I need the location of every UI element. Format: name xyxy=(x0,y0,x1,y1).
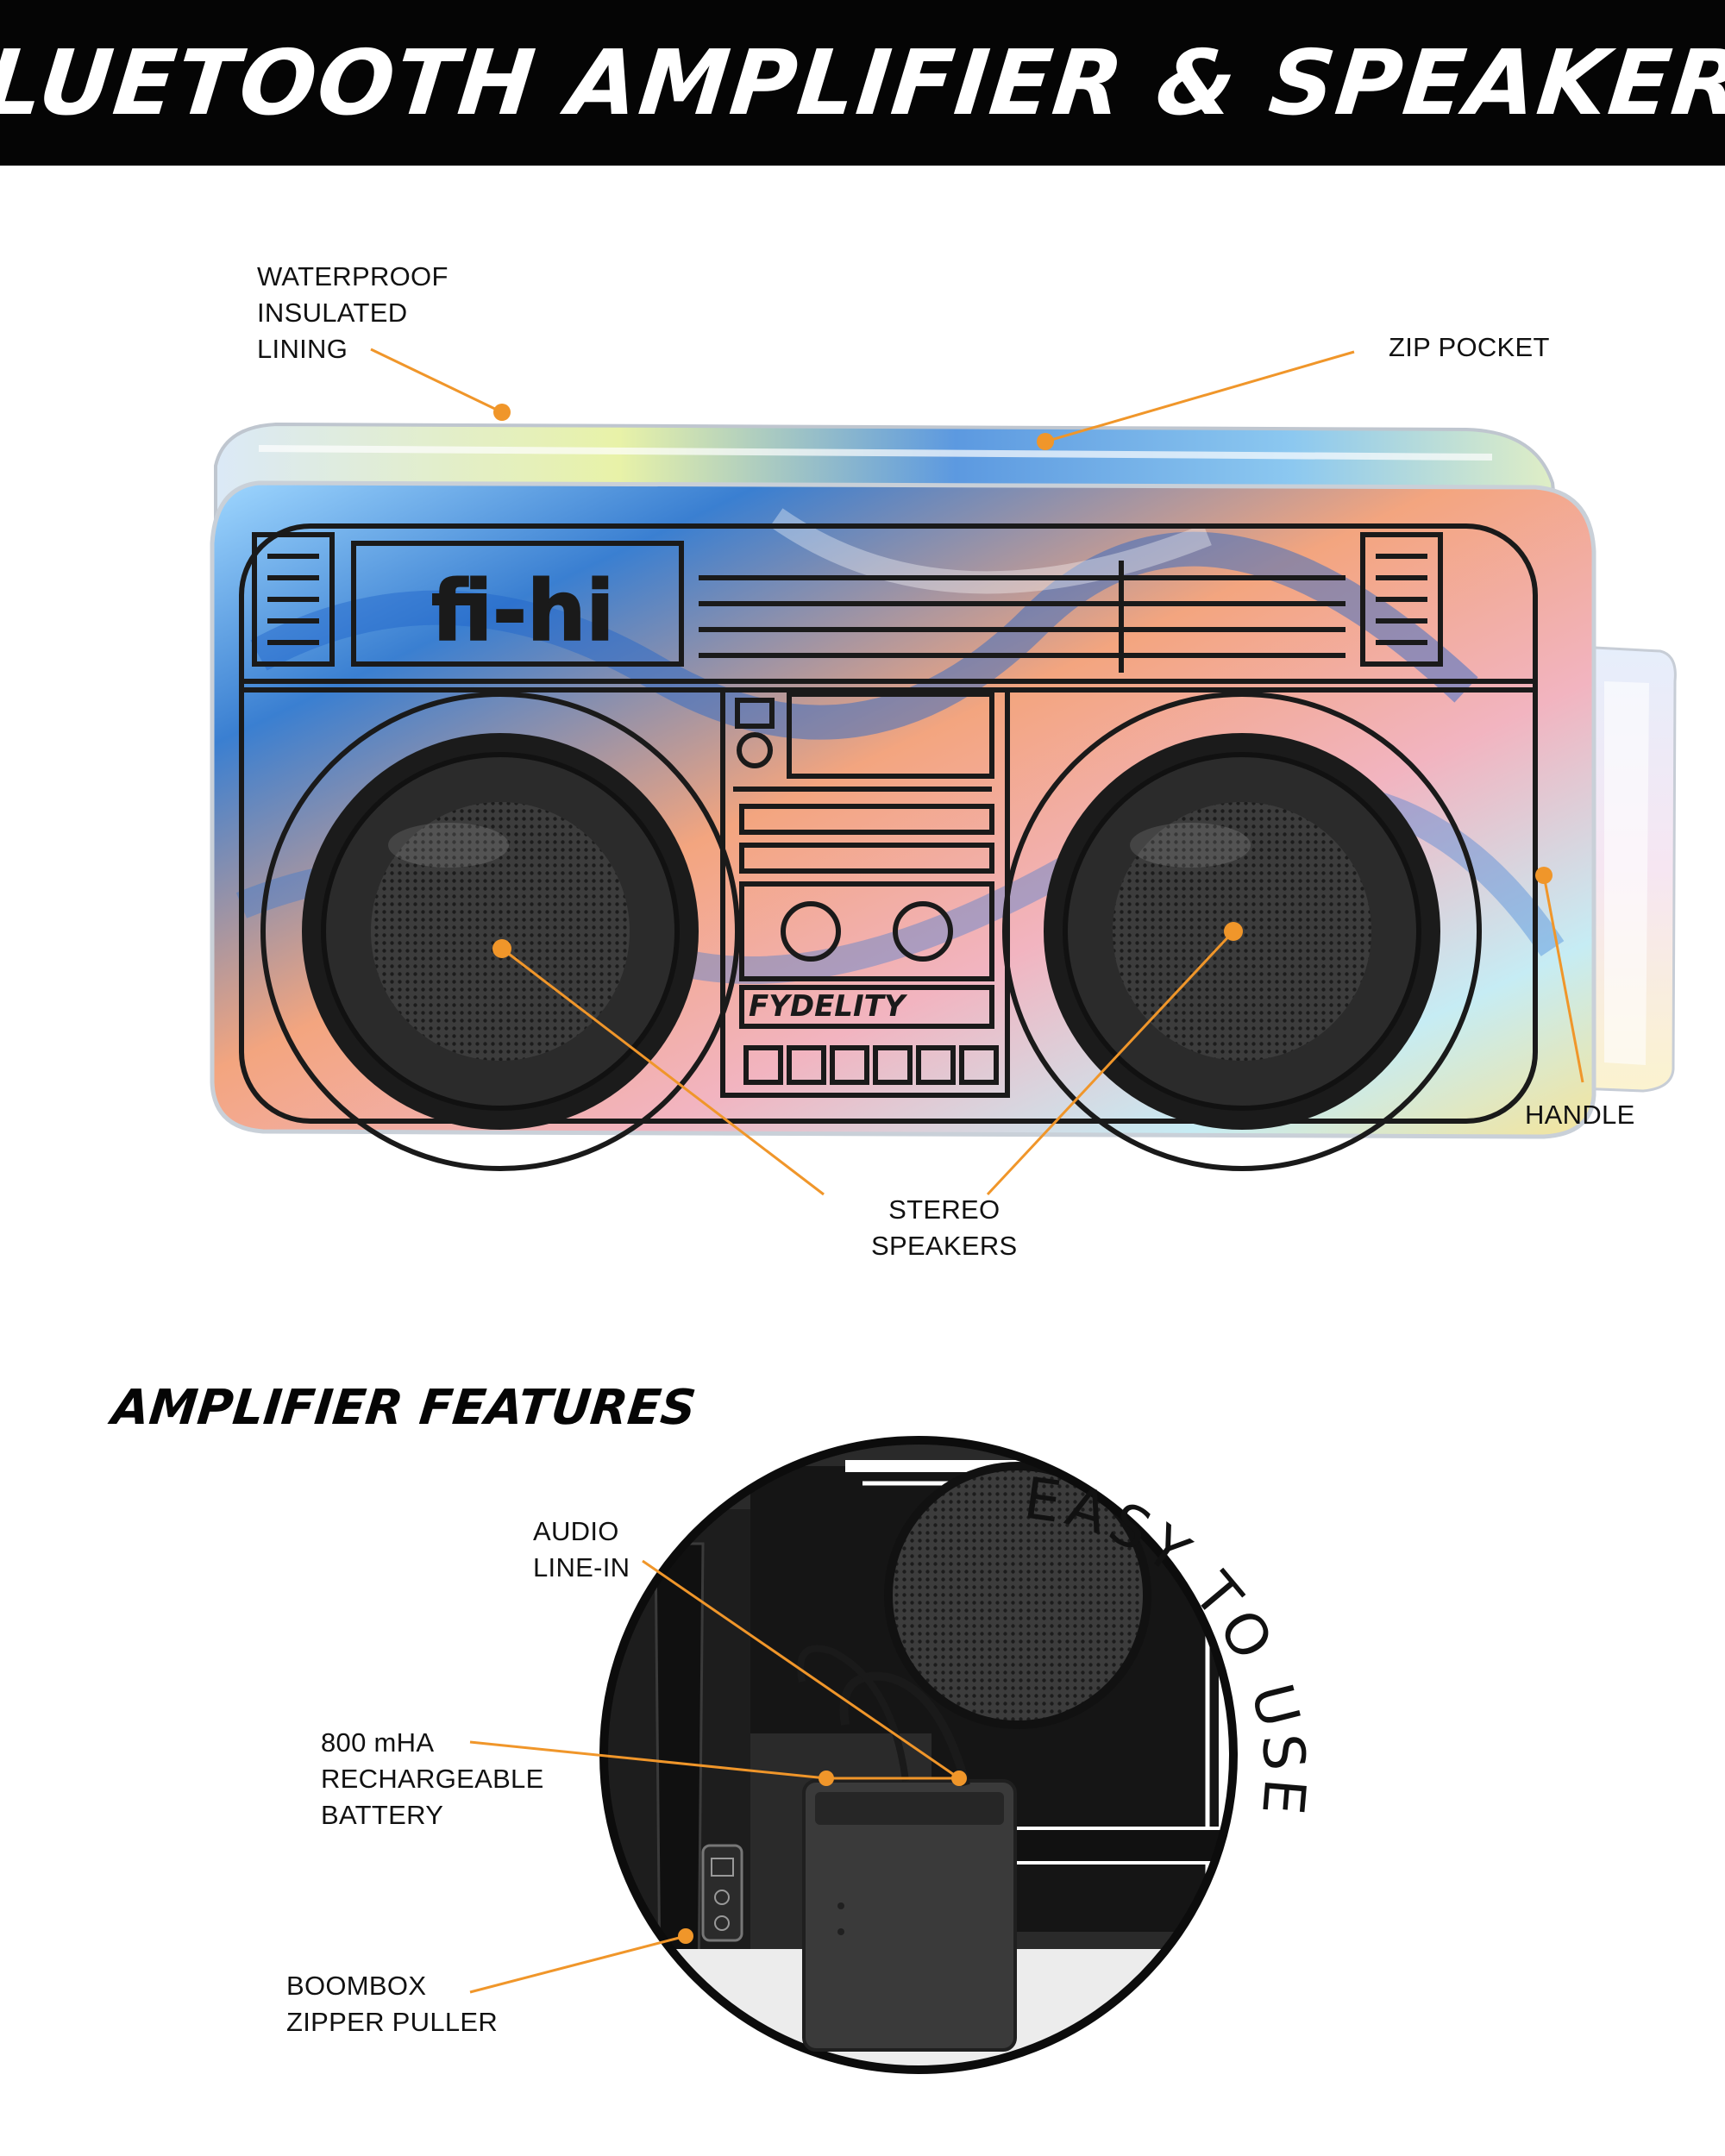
bottom-callout-lines xyxy=(469,1559,967,1994)
title-banner: BLUETOOTH AMPLIFIER & SPEAKERS xyxy=(0,0,1725,166)
brand-logo-text: fi-hi xyxy=(431,563,614,660)
handle xyxy=(1577,645,1677,1093)
label-handle: HANDLE xyxy=(1525,1100,1635,1130)
amplifier-box xyxy=(802,1779,1017,2052)
cassette-brand-text: FYDELITY xyxy=(749,989,908,1024)
boombox-line-art xyxy=(239,523,1538,1171)
left-speaker xyxy=(302,733,699,1130)
label-waterproof-lining: WATERPROOF INSULATED LINING xyxy=(257,261,448,364)
top-callout-lines xyxy=(370,348,1584,1196)
label-zip-pocket: ZIP POCKET xyxy=(1389,332,1550,362)
section-title-amplifier-features: AMPLIFIER FEATURES xyxy=(109,1380,699,1436)
label-audio-line-in: AUDIO LINE-IN xyxy=(533,1516,630,1583)
zipper-puller xyxy=(701,1844,743,1942)
label-stereo-speakers: STEREO SPEAKERS xyxy=(871,1194,1018,1261)
audio-cable xyxy=(839,1671,970,1787)
label-battery: 800 mHA RECHARGEABLE BATTERY xyxy=(321,1727,544,1830)
label-zipper-puller: BOOMBOX ZIPPER PULLER xyxy=(286,1971,499,2037)
